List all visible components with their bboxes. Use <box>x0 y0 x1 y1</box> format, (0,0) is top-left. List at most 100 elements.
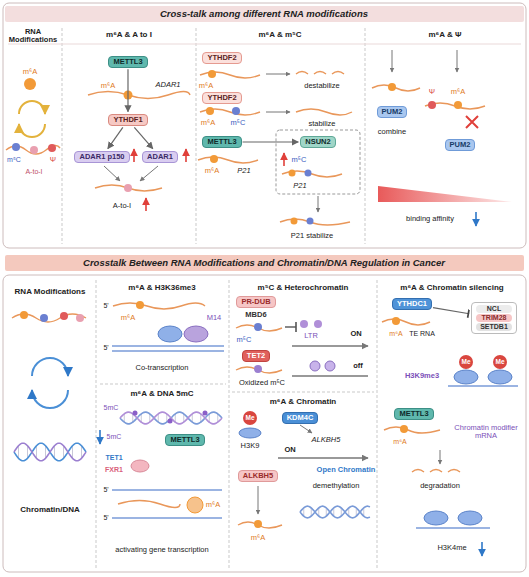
art-line <box>229 280 230 568</box>
connector <box>127 69 128 111</box>
art-line <box>112 489 222 490</box>
art-circle <box>187 497 203 513</box>
art-line <box>185 149 187 162</box>
label: H3K9me3 <box>405 372 439 380</box>
art-line <box>145 198 147 211</box>
label: m⁶A <box>101 82 115 90</box>
node-text: METTL3 <box>113 58 142 67</box>
art-circle <box>133 411 138 416</box>
protein-box: METTL3 <box>202 136 241 149</box>
art-line <box>292 345 368 346</box>
art-circle <box>243 411 257 425</box>
art-ellipse <box>424 511 448 525</box>
label: Chromatin modifier mRNA <box>448 424 524 441</box>
art-path <box>95 185 162 191</box>
node-text: SETDB1 <box>476 323 512 331</box>
art-line <box>133 149 135 162</box>
art-ellipse <box>454 370 478 384</box>
art-path <box>372 85 420 91</box>
art-g <box>300 506 370 518</box>
art-path <box>19 101 45 114</box>
art-line <box>475 212 477 226</box>
art-circle <box>254 520 262 528</box>
label: P21 stabilize <box>291 232 334 240</box>
label: ADAR1 <box>155 81 180 89</box>
art-circle <box>232 107 240 115</box>
art-path <box>296 109 352 115</box>
label: P21 <box>237 167 250 175</box>
art-line <box>377 280 378 568</box>
label: m⁶A <box>205 167 219 175</box>
node-text: TET2 <box>247 352 265 361</box>
label: 5' <box>103 486 108 494</box>
label: P21 <box>293 182 306 190</box>
label: Open Chromatin <box>317 466 376 474</box>
label: m⁶A <box>389 330 402 338</box>
connector <box>243 141 299 142</box>
label: m⁶A & DNA 5mC <box>130 390 193 399</box>
art-line <box>392 50 393 72</box>
art-circle <box>48 144 56 152</box>
art-line <box>448 385 518 386</box>
art-path <box>300 506 370 518</box>
label: m⁶A & H3K36me3 <box>128 284 195 293</box>
art-path <box>32 358 68 376</box>
label: LTR <box>304 332 318 340</box>
node-text: YTHDF2 <box>207 54 236 63</box>
label: degradation <box>420 482 460 490</box>
label: Co-transcription <box>136 364 189 372</box>
art-circle <box>388 83 396 91</box>
art-line <box>8 44 521 45</box>
art-rect <box>3 275 526 572</box>
connector <box>134 127 152 148</box>
art-path <box>14 443 86 461</box>
art-circle <box>206 107 214 115</box>
label: destabilize <box>304 82 339 90</box>
label: RNA Modifications <box>15 288 86 297</box>
connector <box>108 127 123 148</box>
protein-box: KDM4C <box>282 412 319 425</box>
label: m⁵C <box>231 119 246 127</box>
art-path <box>88 92 190 99</box>
art-circle <box>325 361 335 371</box>
art-line <box>100 384 226 385</box>
node-text: ADAR1 p150 <box>79 153 124 162</box>
art-line <box>72 446 73 459</box>
art-circle <box>454 101 462 109</box>
label: Oxidized m⁵C <box>239 379 285 387</box>
art-g <box>62 28 377 568</box>
protein-box: METTL3 <box>165 434 204 447</box>
art-path <box>296 72 344 75</box>
protein-box: YTHDF1 <box>108 114 147 127</box>
art-rect <box>276 130 360 194</box>
art-circle <box>20 311 28 319</box>
label: H3K9 <box>241 442 260 450</box>
label: m⁶A <box>199 82 213 90</box>
label: m⁶A <box>23 68 37 76</box>
art-line <box>365 28 366 244</box>
label: m⁵C <box>292 156 307 164</box>
node-text: METTL3 <box>170 436 199 445</box>
art-circle <box>40 314 48 322</box>
art-circle <box>493 355 507 369</box>
art-circle <box>400 425 408 433</box>
art-circle <box>428 101 436 109</box>
label: 5mC <box>107 433 122 441</box>
art-circle <box>203 411 208 416</box>
node-text: PR-DUB <box>241 298 270 307</box>
art-ellipse <box>239 428 261 438</box>
art-line <box>258 486 259 514</box>
art-line <box>112 350 224 351</box>
label: M14 <box>207 314 222 322</box>
art-line <box>266 112 290 113</box>
protein-box: PUM2 <box>445 139 476 152</box>
art-path <box>118 501 180 508</box>
art-circle <box>392 317 400 325</box>
protein-box: METTL3 <box>108 56 147 69</box>
label: 5' <box>103 344 108 352</box>
art-line <box>112 517 222 518</box>
art-line <box>54 446 55 459</box>
label: Me <box>495 358 504 365</box>
label: Chromatin/DNA <box>20 506 80 515</box>
